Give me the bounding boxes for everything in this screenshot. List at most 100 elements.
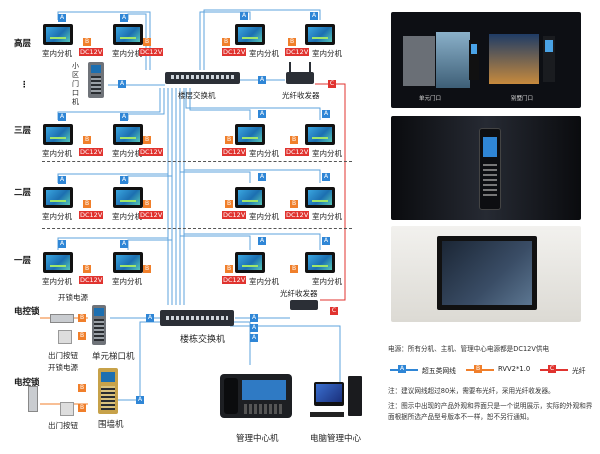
electric-lock-device [28, 386, 38, 412]
tag-a: A [136, 396, 144, 404]
dc12v-label: DC12V [139, 48, 164, 56]
network-note: 注：建议网线超过80米，需要布光纤，采用光纤收发器。 [388, 387, 555, 395]
fence-unit-device [98, 368, 118, 414]
management-center-label: 管理中心机 [236, 434, 279, 444]
power-note: 电源：所有分机、主机、管理中心电源都是DC12V供电 [388, 345, 550, 353]
tag-a: A [120, 14, 128, 22]
indoor-unit-monitor [43, 24, 73, 45]
photo-door-units: 单元门口 别墅门口 [391, 12, 581, 108]
indoor-unit-monitor [305, 187, 335, 208]
indoor-unit-label: 室内分机 [249, 49, 279, 58]
tag-b: B [78, 404, 86, 412]
fiber-transceiver-label: 光纤收发器 [282, 91, 320, 100]
tag-a: A [120, 176, 128, 184]
tag-b: B [143, 38, 151, 46]
tag-b: B [78, 332, 86, 340]
indoor-unit-label: 室内分机 [42, 149, 72, 158]
pc-tower [348, 376, 362, 416]
tag-b: B [143, 265, 151, 273]
tag-a: A [58, 14, 66, 22]
tag-a: A [58, 176, 66, 184]
router-device [286, 62, 314, 84]
tag-a: A [58, 240, 66, 248]
tag-a: A [310, 12, 318, 20]
tag-b: B [83, 265, 91, 273]
indoor-unit-monitor [235, 187, 265, 208]
tag-a: A [258, 237, 266, 245]
exit-button-device [60, 402, 74, 416]
disclaimer-note: 注：图示中出现的产品外观和界面只是一个说明展示，实际的外观和界面根据所选产品型号… [388, 402, 593, 421]
tag-c: C [328, 80, 336, 88]
indoor-unit-label: 室内分机 [312, 49, 342, 58]
tag-a: A [250, 314, 258, 322]
building-switch-label: 楼栋交换机 [180, 335, 226, 345]
floor-switch-label: 楼层交换机 [178, 91, 216, 100]
indoor-unit-label: 室内分机 [42, 277, 72, 286]
dc12v-label: DC12V [139, 211, 164, 219]
indoor-unit-monitor [43, 124, 73, 145]
dc12v-label: DC12V [222, 276, 247, 284]
tag-a: A [120, 240, 128, 248]
dc12v-label: DC12V [222, 211, 247, 219]
photo-indoor-monitor [391, 226, 581, 322]
tag-b: B [143, 136, 151, 144]
tag-a: A [250, 334, 258, 342]
tag-b: B [225, 265, 233, 273]
tag-a: A [120, 113, 128, 121]
tag-a: A [258, 76, 266, 84]
indoor-unit-monitor [235, 252, 265, 273]
tag-c: C [330, 307, 338, 315]
tag-b: B [78, 314, 86, 322]
tag-a: A [322, 110, 330, 118]
indoor-unit-label: 室内分机 [249, 277, 279, 286]
dc12v-label: DC12V [79, 148, 104, 156]
indoor-unit-label: 室内分机 [112, 149, 142, 158]
dc12v-label: DC12V [79, 276, 104, 284]
floor-label-second: 二层 [14, 188, 32, 198]
floor-label-third: 三层 [14, 126, 32, 136]
floor-label-first: 一层 [14, 256, 32, 266]
exit-button-label: 出门按钮 [48, 421, 78, 430]
indoor-unit-monitor [305, 124, 335, 145]
photo-caption: 别墅门口 [511, 96, 534, 102]
router-device [290, 300, 318, 310]
fiber-transceiver-label: 光纤收发器 [280, 289, 318, 298]
tag-a: A [250, 324, 258, 332]
tag-a: A [258, 110, 266, 118]
tag-b: B [290, 265, 298, 273]
tag-c: C [548, 365, 556, 373]
legend-a-label: 超五类网线 [422, 367, 456, 375]
indoor-unit-label: 室内分机 [312, 277, 342, 286]
tag-b: B [290, 200, 298, 208]
indoor-unit-monitor [113, 124, 143, 145]
indoor-unit-monitor [305, 24, 335, 45]
unlock-power-label: 开锁电源 [48, 363, 78, 372]
pc-monitor [314, 382, 344, 406]
indoor-unit-monitor [43, 252, 73, 273]
floor-separator [42, 228, 352, 229]
tag-a: A [146, 314, 154, 322]
exit-button-label: 出门按钮 [48, 351, 78, 360]
unit-door-device [92, 305, 106, 345]
indoor-unit-label: 室内分机 [112, 212, 142, 221]
tag-b: B [222, 38, 230, 46]
tag-b: B [78, 384, 86, 392]
dc12v-label: DC12V [222, 48, 247, 56]
legend-c-label: 光纤 [572, 367, 586, 375]
floor-label-top: 高层 [14, 39, 32, 49]
dc12v-label: DC12V [285, 148, 310, 156]
tag-a: A [398, 365, 406, 373]
tag-b: B [474, 365, 482, 373]
indoor-unit-monitor [113, 187, 143, 208]
indoor-unit-monitor [113, 24, 143, 45]
floor-switch-device [165, 72, 240, 84]
electric-lock-label: 电控锁 [14, 378, 40, 388]
electric-lock-device [50, 314, 74, 323]
unit-door-label: 单元梯口机 [92, 352, 135, 362]
management-center-device [220, 374, 292, 418]
indoor-unit-label: 室内分机 [312, 149, 342, 158]
dc12v-label: DC12V [79, 48, 104, 56]
floor-label-ellipsis: ⋮ [20, 80, 29, 90]
floor-separator [42, 161, 352, 162]
pc-keyboard [310, 412, 344, 417]
